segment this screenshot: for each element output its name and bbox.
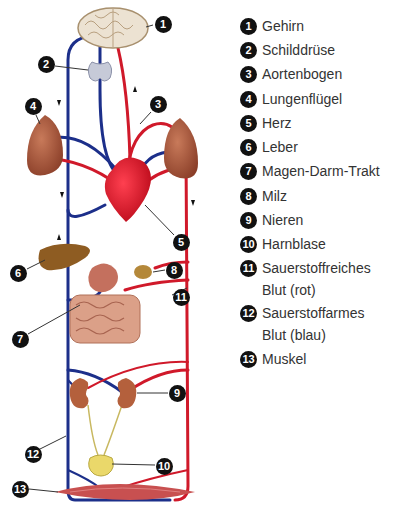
callout-number: 5 [173, 234, 190, 251]
organ-name: Magen-Darm-Trakt [262, 160, 380, 182]
organ-name: Schilddrüse [262, 39, 335, 61]
callout-number: 4 [25, 98, 42, 115]
callout-number: 6 [10, 265, 27, 282]
callout-number: 7 [12, 331, 29, 348]
organ-name: Sauerstoffarmes Blut (blau) [262, 302, 390, 346]
legend-number: 6 [240, 139, 257, 156]
organ-name: Herz [262, 112, 292, 134]
organ-name: Gehirn [262, 15, 304, 37]
organ-name: Nieren [262, 209, 303, 231]
organ-name: Harnblase [262, 233, 326, 255]
legend-number: 10 [240, 236, 257, 253]
organ-name: Milz [262, 185, 287, 207]
legend-number: 11 [240, 260, 257, 277]
callout-number: 2 [38, 56, 55, 73]
callout-number: 8 [166, 262, 183, 279]
legend-number: 3 [240, 66, 257, 83]
legend-number: 1 [240, 18, 257, 35]
legend-number: 5 [240, 115, 257, 132]
callout-number: 3 [150, 96, 167, 113]
legend-number: 4 [240, 91, 257, 108]
callout-number: 11 [173, 289, 190, 306]
legend-number: 2 [240, 42, 257, 59]
callout-number: 12 [25, 446, 42, 463]
organ-name: Muskel [262, 348, 306, 370]
organ-name: Sauerstoffreiches Blut (rot) [262, 257, 390, 301]
callout-number: 9 [169, 385, 186, 402]
organ-name: Leber [262, 136, 298, 158]
legend-number: 7 [240, 163, 257, 180]
legend-number: 12 [240, 305, 257, 322]
organ-name: Lungenflügel [262, 88, 342, 110]
legend-number: 9 [240, 212, 257, 229]
callout-number: 10 [156, 458, 173, 475]
legend-number: 8 [240, 188, 257, 205]
callout-number: 13 [12, 481, 29, 498]
legend-number: 13 [240, 351, 257, 368]
organ-name: Aortenbogen [262, 63, 342, 85]
callout-number: 1 [155, 16, 172, 33]
